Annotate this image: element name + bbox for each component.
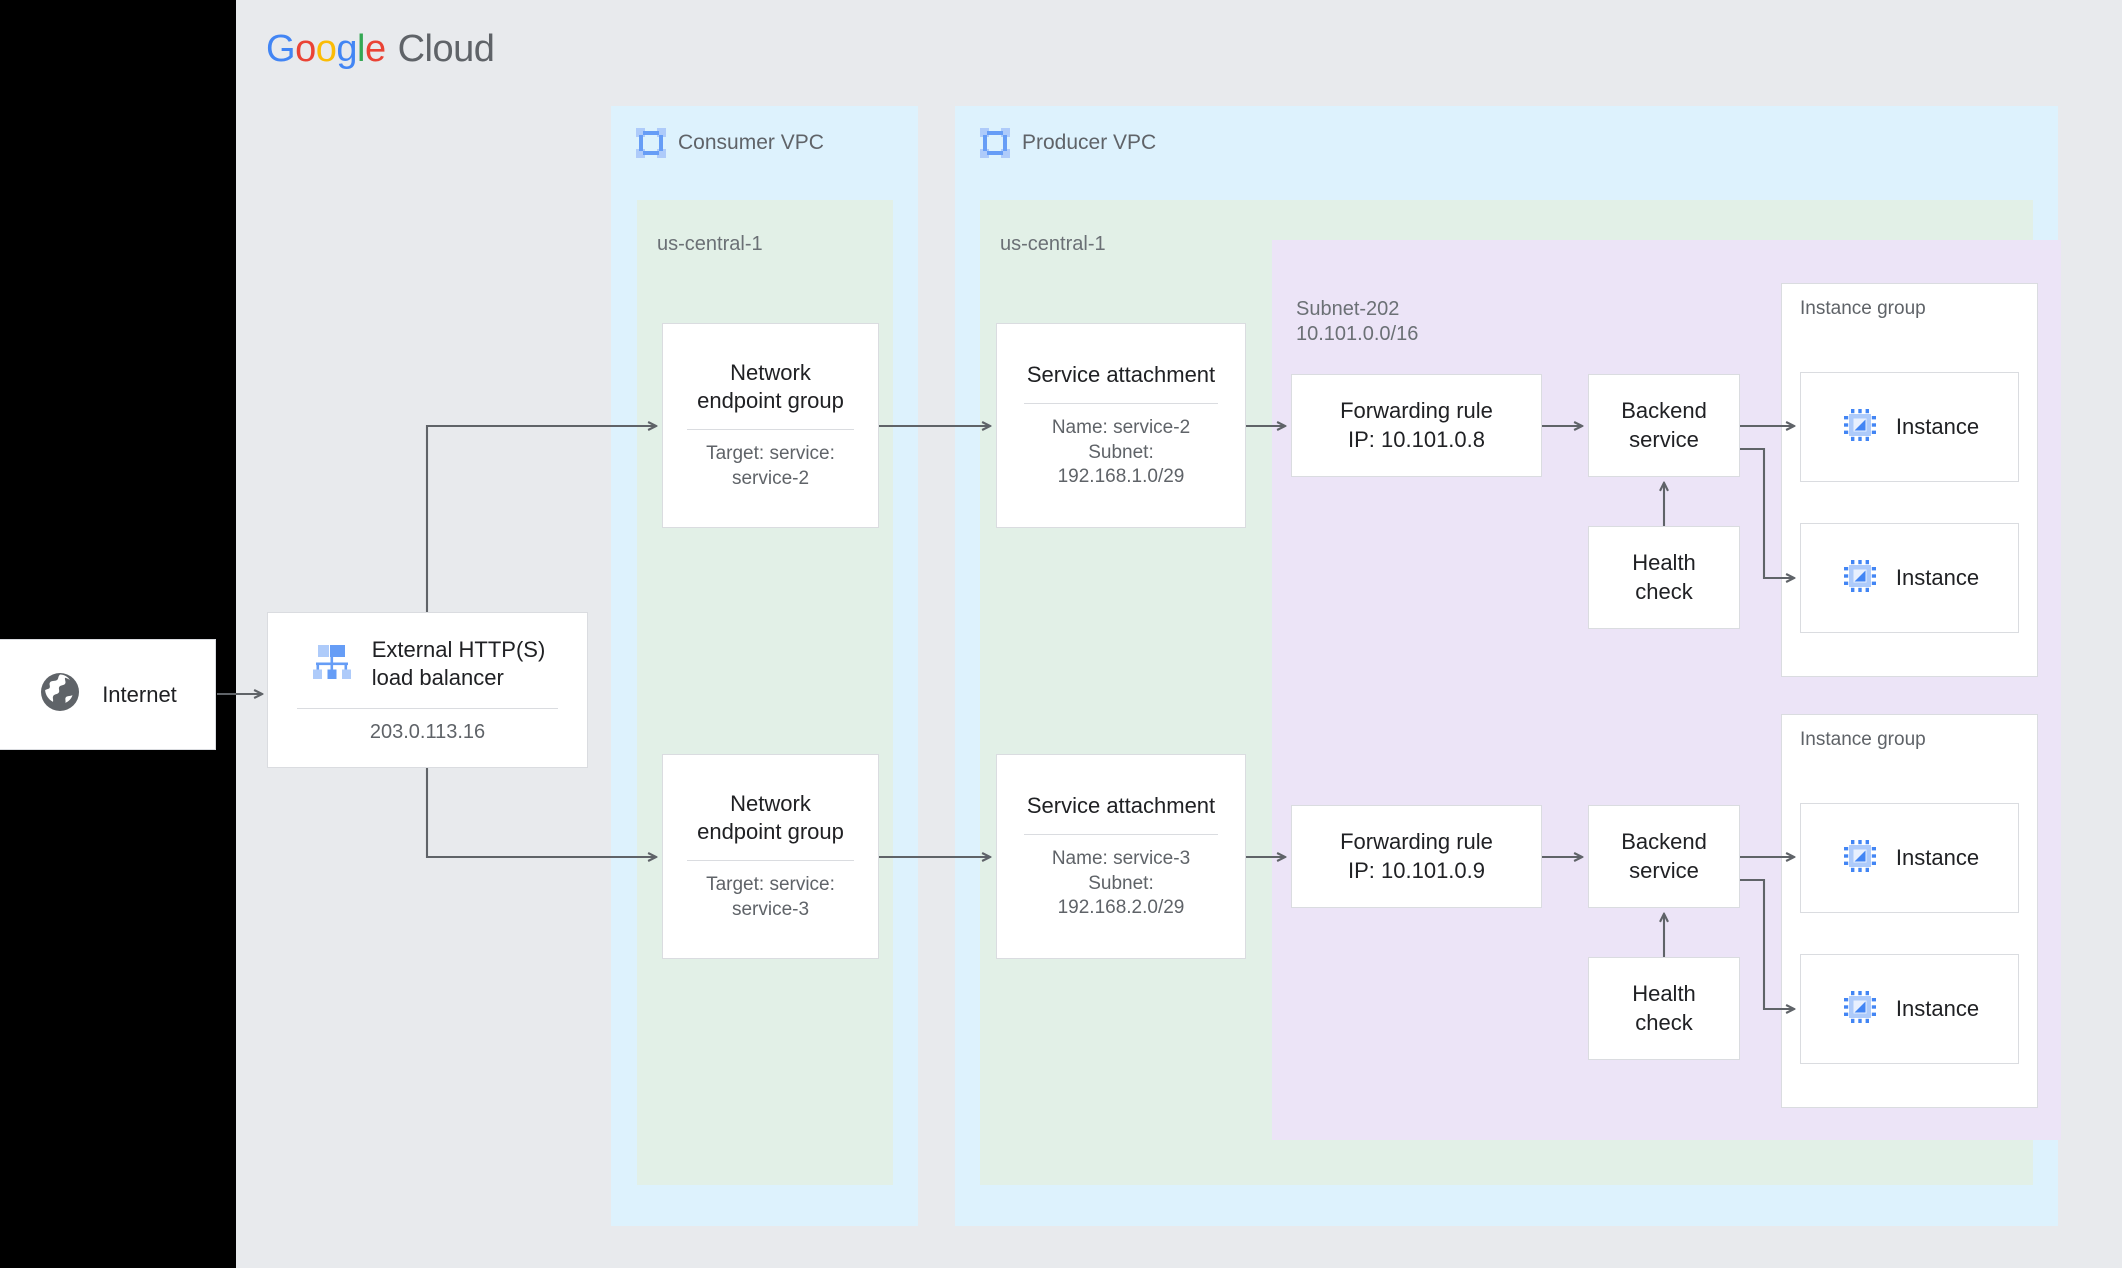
instance-group-2-instance-2[interactable]: Instance — [1800, 954, 2019, 1064]
google-cloud-logo: Google Cloud — [266, 28, 495, 71]
logo-letter-l: l — [356, 28, 365, 70]
logo-letter-g2: g — [336, 28, 357, 70]
service-attachment-1-title: Service attachment — [1026, 361, 1216, 387]
instance-label: Instance — [1895, 845, 1980, 870]
logo-letter-o2: o — [315, 28, 337, 70]
logo-letter-g: G — [266, 28, 296, 70]
neg-1-subtitle: Target: service:service-2 — [706, 443, 835, 490]
service-attachment-1[interactable]: Service attachment Name: service-2 Subne… — [996, 323, 1246, 528]
internet-label: Internet — [102, 681, 177, 707]
internet-node[interactable]: Internet — [0, 639, 216, 750]
instance-group-2-instance-1[interactable]: Instance — [1800, 803, 2019, 913]
load-balancer-divider — [296, 708, 559, 710]
neg-2-divider — [686, 860, 855, 862]
load-balancer-ip: 203.0.113.16 — [369, 721, 486, 744]
instance-group-1-instance-1[interactable]: Instance — [1800, 372, 2019, 482]
producer-region-label: us-central-1 — [1000, 233, 1106, 255]
instance-label: Instance — [1895, 996, 1980, 1021]
instance-label: Instance — [1895, 414, 1980, 439]
instance-icon — [1840, 405, 1880, 450]
instance-group-1-instance-2[interactable]: Instance — [1800, 523, 2019, 633]
service-attachment-2-divider — [1024, 834, 1218, 836]
instance-icon — [1840, 987, 1880, 1032]
instance-label: Instance — [1895, 565, 1980, 590]
instance-icon — [1840, 556, 1880, 601]
service-attachment-1-divider — [1024, 403, 1218, 405]
consumer-vpc-header: Consumer VPC — [636, 128, 824, 158]
service-attachment-2-title: Service attachment — [1026, 792, 1216, 818]
instance-icon — [1840, 836, 1880, 881]
load-balancer-title: External HTTP(S)load balancer — [371, 636, 546, 690]
neg-1-divider — [686, 429, 855, 431]
consumer-vpc-label: Consumer VPC — [678, 131, 824, 154]
logo-letter-o1: o — [295, 28, 316, 70]
vpc-icon — [636, 128, 666, 158]
load-balancer-icon — [310, 640, 354, 689]
consumer-region-label: us-central-1 — [657, 233, 763, 255]
globe-icon — [38, 670, 82, 719]
service-attachment-1-details: Name: service-2 Subnet: 192.168.1.0/29 — [1051, 417, 1191, 488]
producer-vpc-header: Producer VPC — [980, 128, 1156, 158]
instance-group-2-title: Instance group — [1800, 729, 1926, 750]
logo-letter-e: e — [364, 28, 386, 70]
producer-vpc-label: Producer VPC — [1022, 131, 1157, 154]
vpc-icon — [980, 128, 1010, 158]
service-attachment-2-details: Name: service-3 Subnet: 192.168.2.0/29 — [1051, 848, 1191, 919]
neg-2-subtitle: Target: service:service-3 — [706, 874, 835, 921]
external-http-load-balancer[interactable]: External HTTP(S)load balancer 203.0.113.… — [267, 612, 588, 768]
service-attachment-2[interactable]: Service attachment Name: service-3 Subne… — [996, 754, 1246, 959]
logo-word-cloud: Cloud — [397, 28, 495, 70]
instance-group-1-title: Instance group — [1800, 298, 1926, 319]
